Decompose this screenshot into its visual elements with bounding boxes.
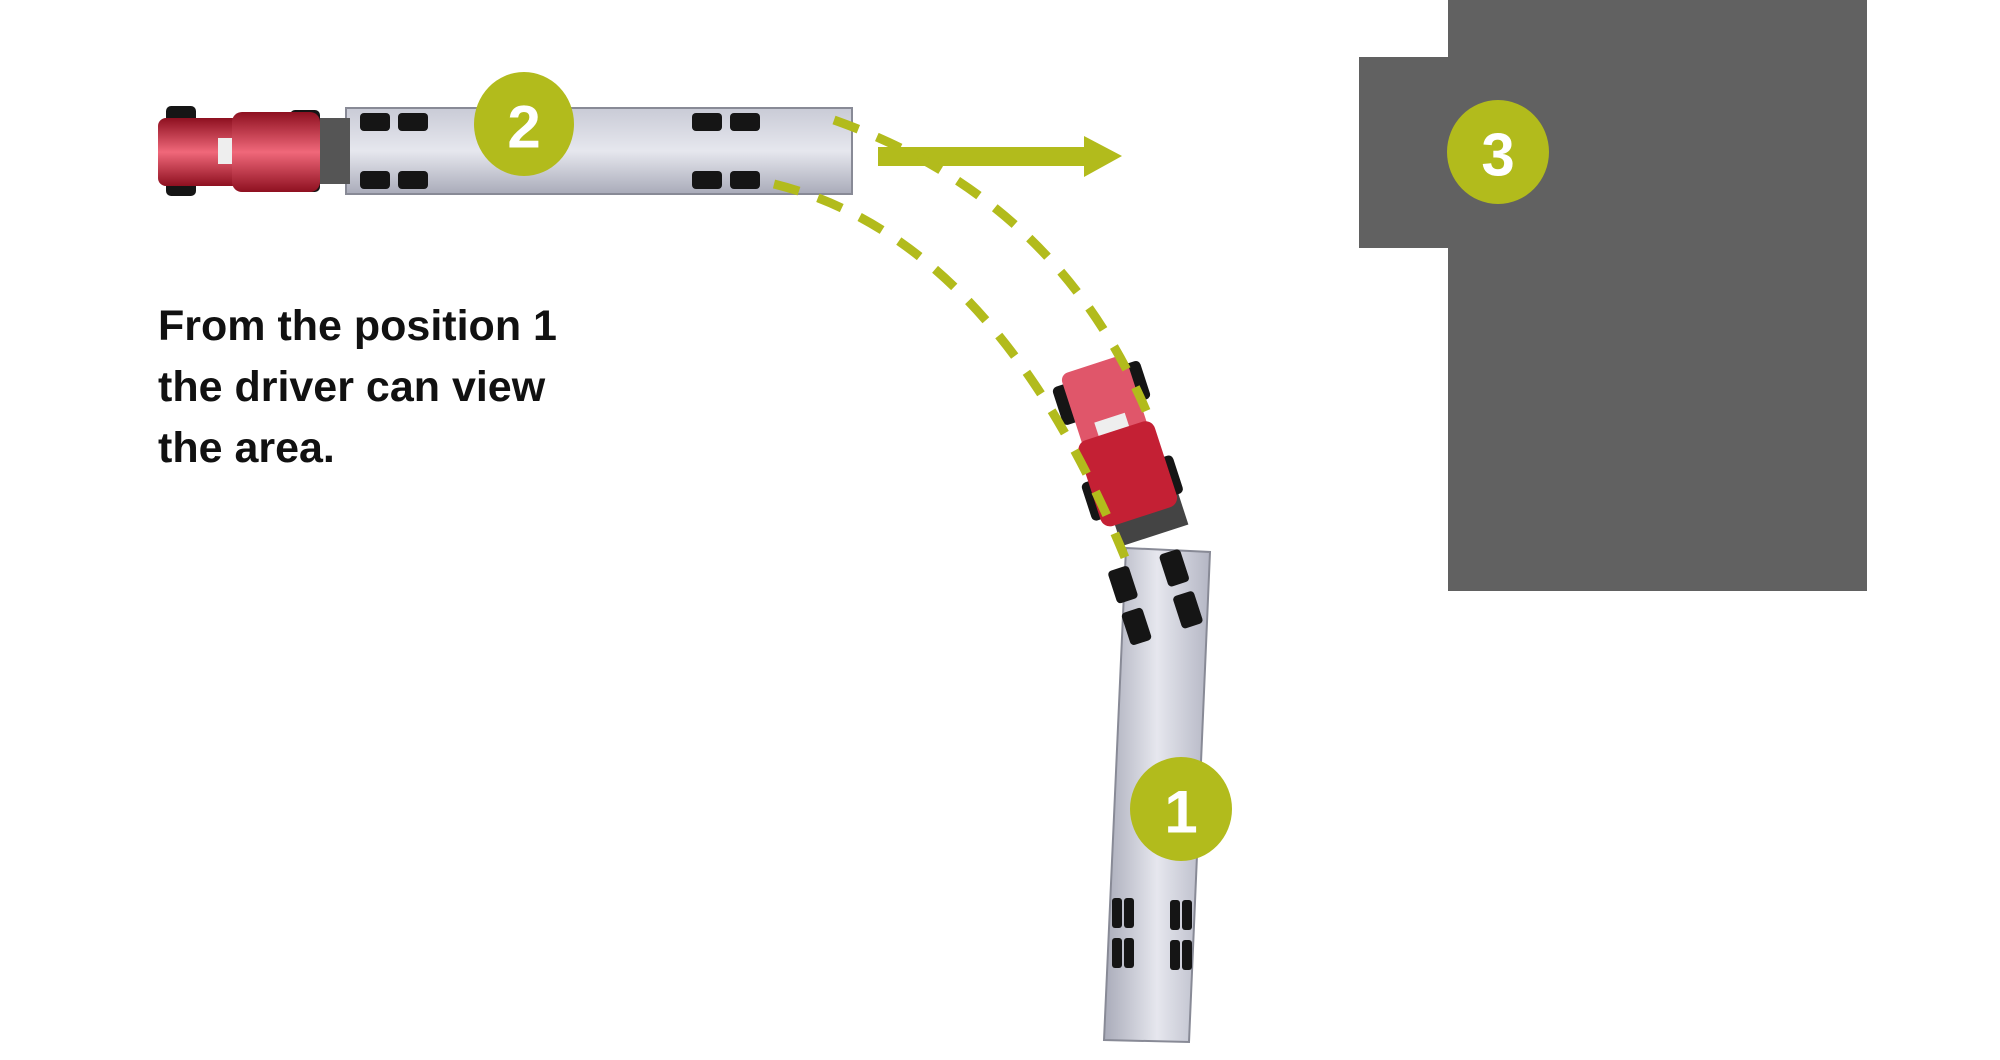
turning-path: [772, 115, 1155, 577]
building-area: [1359, 0, 1867, 591]
fifth-wheel: [318, 118, 350, 184]
marker-position-2: 2: [474, 72, 574, 176]
direction-arrow: [878, 136, 1122, 177]
trailer-wheels: [360, 113, 760, 189]
caption-line: From the position 1: [158, 302, 557, 350]
truck-position-2: [158, 106, 853, 196]
caption-line: the driver can view: [158, 363, 546, 411]
svg-text:2: 2: [507, 94, 540, 161]
truck-cab: [1052, 355, 1189, 547]
marker-position-1: 1: [1130, 757, 1232, 861]
truck-cab: [158, 106, 320, 196]
trailer-wheels: [1112, 898, 1192, 970]
svg-text:3: 3: [1481, 122, 1514, 189]
trailer: [345, 107, 853, 195]
marker-position-3: 3: [1447, 100, 1549, 204]
caption-text: From the position 1 the driver can view …: [158, 296, 557, 479]
svg-text:1: 1: [1164, 779, 1197, 846]
turning-path-inner: [772, 179, 1137, 577]
caption-line: the area.: [158, 424, 335, 472]
turning-path-outer: [832, 115, 1155, 422]
